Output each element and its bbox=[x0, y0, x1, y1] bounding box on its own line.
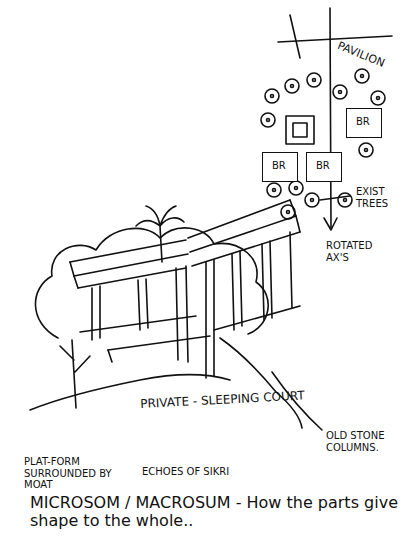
room-label: BR bbox=[272, 161, 288, 171]
concept-note: MICROSOM / MACROSUM - How the parts give… bbox=[30, 494, 410, 531]
column-note: OLD STONE COLUMNS. bbox=[326, 430, 416, 453]
building-label: PAVILION bbox=[335, 40, 414, 82]
room-label: BR bbox=[316, 161, 332, 171]
handwritten-text: ECHOES OF SIKRI bbox=[142, 466, 272, 478]
handwritten-text: MICROSOM / MACROSUM - How the parts give… bbox=[30, 494, 410, 531]
reference-note: ECHOES OF SIKRI bbox=[142, 466, 272, 478]
handwritten-text: ROTATED AX'S bbox=[326, 240, 396, 263]
handwritten-text: EXIST TREES bbox=[356, 186, 412, 209]
axis-note: ROTATED AX'S bbox=[326, 240, 396, 263]
tree-note: EXIST TREES bbox=[356, 186, 412, 209]
platform-note: PLAT-FORM SURROUNDED BY MOAT bbox=[24, 456, 134, 491]
handwritten-text: PRIVATE - SLEEPING COURT bbox=[140, 388, 340, 412]
room-box: BR bbox=[346, 108, 382, 138]
room-label: BR bbox=[356, 117, 372, 127]
handwritten-text: PAVILION bbox=[335, 40, 414, 82]
handwritten-text: OLD STONE COLUMNS. bbox=[326, 430, 416, 453]
handwritten-text: PLAT-FORM SURROUNDED BY MOAT bbox=[24, 456, 134, 491]
room-box: BR bbox=[306, 152, 342, 182]
room-box: BR bbox=[262, 152, 298, 182]
court-title: PRIVATE - SLEEPING COURT bbox=[140, 388, 340, 412]
